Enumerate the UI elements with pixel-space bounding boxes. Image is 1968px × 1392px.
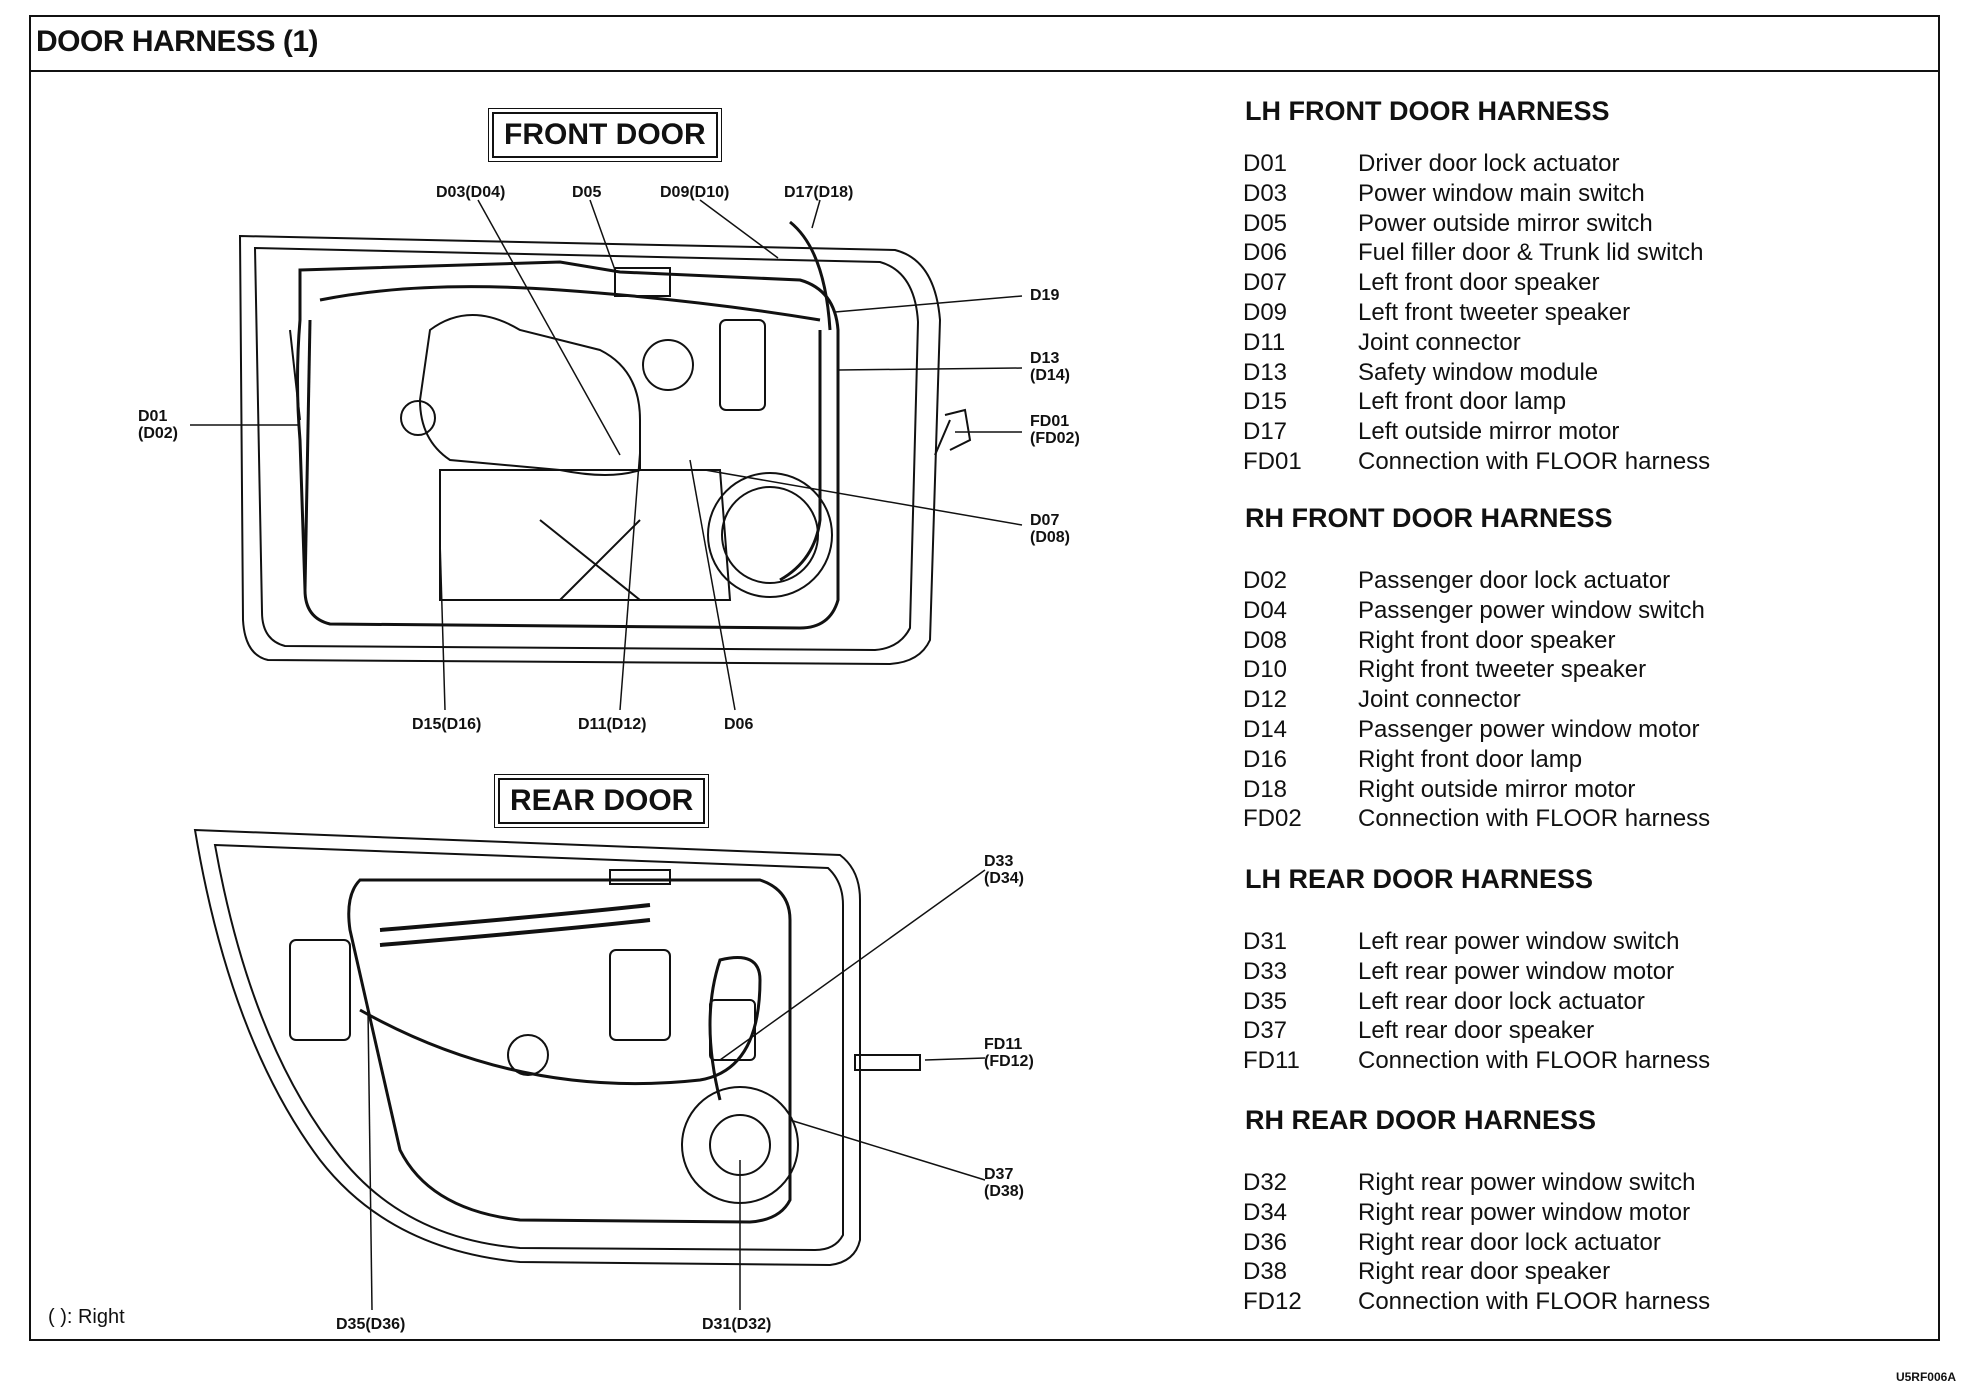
section-title: RH FRONT DOOR HARNESS — [1245, 503, 1613, 533]
legend-right: ( ): Right — [48, 1306, 125, 1328]
connector-code: D05 — [1243, 209, 1288, 237]
connector-description: Connection with FLOOR harness — [1358, 448, 1711, 475]
title-bar: DOOR HARNESS (1) — [29, 15, 1940, 72]
connector-code: D17 — [1243, 418, 1288, 446]
connector-description: Connection with FLOOR harness — [1358, 1047, 1711, 1075]
connector-code: FD12 — [1243, 1288, 1302, 1316]
connector-description: Right outside mirror motor — [1358, 775, 1636, 803]
connector-code: D36 — [1243, 1228, 1288, 1256]
connector-code: FD11 — [1243, 1047, 1300, 1075]
page-title: DOOR HARNESS (1) — [36, 25, 319, 58]
connector-code: D15 — [1243, 388, 1288, 416]
label-d05: D05 — [572, 184, 602, 201]
label-d15: D15(D16) — [412, 716, 482, 733]
label-fd01: FD01 (FD02) — [1030, 413, 1080, 447]
label-d13: D13 (D14) — [1030, 350, 1071, 384]
connector-code: D04 — [1243, 596, 1288, 624]
connector-description: Passenger power window motor — [1358, 716, 1700, 743]
front-door-drawing — [238, 220, 972, 666]
connector-description: Connection with FLOOR harness — [1358, 805, 1711, 833]
connector-code: D10 — [1243, 656, 1288, 684]
connector-code: D32 — [1243, 1169, 1288, 1196]
connector-description: Left front tweeter speaker — [1358, 299, 1631, 326]
label-d17: D17(D18) — [784, 184, 854, 201]
connector-description: Passenger door lock actuator — [1358, 567, 1671, 594]
connector-description: Right front door speaker — [1358, 626, 1616, 654]
connector-code: D09 — [1243, 299, 1288, 326]
label-d07: D07 (D08) — [1030, 512, 1071, 546]
front-door-title: FRONT DOOR — [488, 108, 722, 162]
connector-code: FD01 — [1243, 448, 1302, 475]
label-d06: D06 — [724, 716, 754, 733]
connector-code: D03 — [1243, 179, 1288, 207]
connector-code: D18 — [1243, 775, 1288, 803]
connector-description: Safety window module — [1358, 358, 1599, 386]
connector-description: Left front door lamp — [1358, 388, 1567, 416]
label-d35: D35(D36) — [336, 1316, 406, 1333]
label-fd11: FD11 (FD12) — [984, 1036, 1034, 1070]
connector-description: Passenger power window switch — [1358, 596, 1705, 624]
connector-code: D02 — [1243, 567, 1288, 594]
connector-description: Joint connector — [1358, 686, 1521, 714]
connector-code: D31 — [1243, 928, 1288, 955]
connector-code: D35 — [1243, 987, 1288, 1015]
label-d31: D31(D32) — [702, 1316, 772, 1333]
connector-code: FD02 — [1243, 805, 1302, 833]
connector-description: Right rear power window switch — [1358, 1169, 1696, 1196]
label-d37: D37 (D38) — [984, 1166, 1025, 1200]
connector-description: Driver door lock actuator — [1358, 150, 1620, 177]
connector-code: D12 — [1243, 686, 1288, 714]
connector-code: D06 — [1243, 239, 1288, 267]
connector-description: Right front door lamp — [1358, 745, 1583, 773]
connector-description: Left front door speaker — [1358, 269, 1600, 297]
connector-code: D11 — [1243, 328, 1286, 356]
label-d33: D33 (D34) — [984, 853, 1025, 887]
connector-description: Power window main switch — [1358, 179, 1645, 207]
connector-description: Power outside mirror switch — [1358, 209, 1653, 237]
label-d11: D11(D12) — [578, 716, 647, 733]
connector-description: Right front tweeter speaker — [1358, 656, 1647, 684]
connector-description: Joint connector — [1358, 328, 1521, 356]
rear-door-drawing — [193, 828, 921, 1267]
label-d03: D03(D04) — [436, 184, 506, 201]
rear-leader-lines — [367, 869, 986, 1311]
connector-description: Right rear door lock actuator — [1358, 1228, 1661, 1256]
connector-code: D37 — [1243, 1017, 1288, 1045]
figure-code: U5RF006A — [1895, 1370, 1956, 1384]
connector-code: D14 — [1243, 716, 1288, 743]
connector-code: D01 — [1243, 150, 1288, 177]
connector-code: D34 — [1243, 1198, 1288, 1226]
label-d01: D01 (D02) — [138, 408, 179, 442]
connector-code: D38 — [1243, 1258, 1288, 1286]
connector-description: Right rear door speaker — [1358, 1258, 1611, 1286]
connector-description: Left outside mirror motor — [1358, 418, 1620, 446]
connector-description: Left rear door speaker — [1358, 1017, 1595, 1045]
connector-description: Left rear door lock actuator — [1358, 987, 1645, 1015]
section-title: LH FRONT DOOR HARNESS — [1245, 96, 1610, 126]
label-d19: D19 — [1030, 287, 1060, 304]
rear-door-title: REAR DOOR — [493, 774, 710, 828]
connector-description: Connection with FLOOR harness — [1358, 1288, 1711, 1316]
connector-description: Left rear power window switch — [1358, 928, 1680, 955]
front-leader-lines — [190, 199, 1023, 711]
connector-description: Fuel filler door & Trunk lid switch — [1358, 239, 1704, 267]
connector-description: Left rear power window motor — [1358, 957, 1675, 985]
connector-code: D16 — [1243, 745, 1288, 773]
label-d09: D09(D10) — [660, 184, 730, 201]
connector-code: D33 — [1243, 957, 1288, 985]
connector-description: Right rear power window motor — [1358, 1198, 1691, 1226]
connector-code: D13 — [1243, 358, 1288, 386]
connector-code: D08 — [1243, 626, 1288, 654]
section-title: RH REAR DOOR HARNESS — [1245, 1105, 1597, 1135]
connector-code: D07 — [1243, 269, 1288, 297]
section-title: LH REAR DOOR HARNESS — [1245, 864, 1594, 894]
